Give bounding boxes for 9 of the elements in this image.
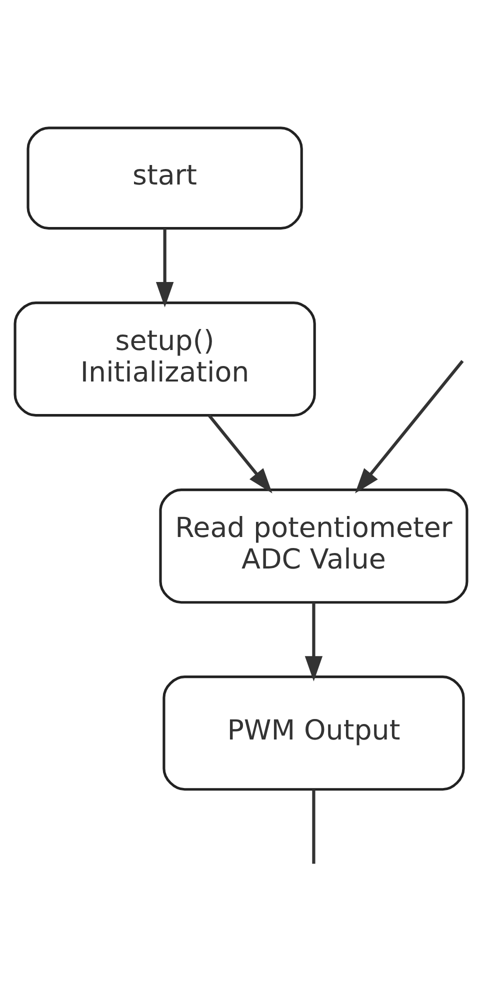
node-box: start (26, 126, 303, 230)
node-box: Read potentiometer ADC Value (159, 488, 468, 604)
arrow (304, 602, 323, 682)
connector (312, 790, 316, 864)
node-box: PWM Output (162, 676, 465, 791)
arrow (156, 228, 174, 308)
node-box: setup() Initialization (14, 302, 316, 417)
arrow (355, 360, 464, 494)
arrow (208, 414, 272, 494)
